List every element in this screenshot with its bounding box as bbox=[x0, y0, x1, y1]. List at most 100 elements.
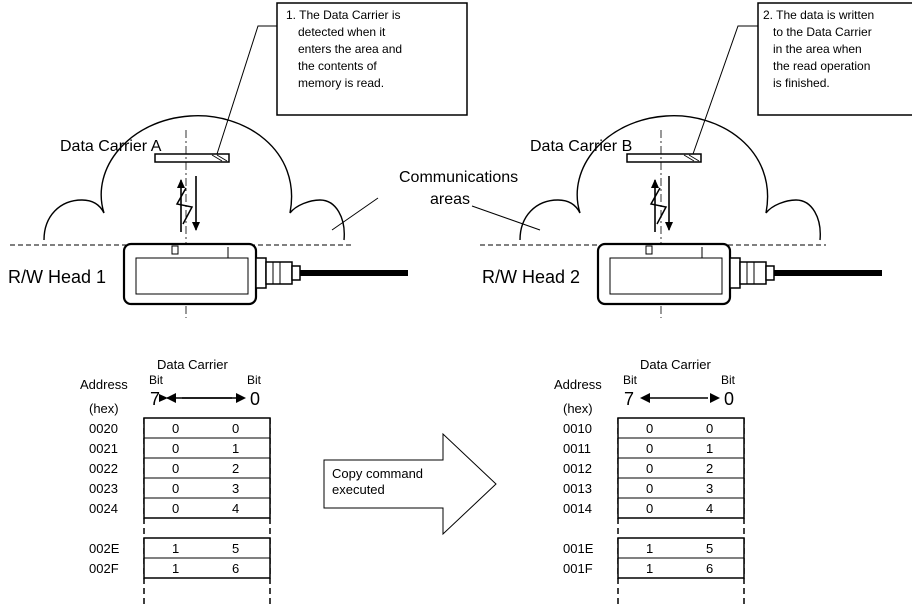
svg-text:2: 2 bbox=[232, 461, 239, 476]
table-row: 0013 0 3 bbox=[563, 481, 713, 496]
svg-text:0: 0 bbox=[646, 421, 653, 436]
table-row: 002F 1 6 bbox=[89, 561, 239, 576]
svg-text:0011: 0011 bbox=[563, 441, 591, 456]
svg-text:1: 1 bbox=[172, 561, 179, 576]
station-left: 1. The Data Carrier is detected when it … bbox=[8, 2, 468, 318]
copy-command-line-1: Copy command bbox=[332, 466, 423, 481]
svg-text:0: 0 bbox=[172, 481, 179, 496]
rw-head-1 bbox=[122, 242, 408, 306]
note-2-line-2: to the Data Carrier bbox=[773, 25, 872, 39]
svg-text:1: 1 bbox=[706, 441, 713, 456]
memory-table-right: Data Carrier Address (hex) Bit Bit 7 0 0… bbox=[554, 357, 745, 604]
station-right: 2. The data is written to the Data Carri… bbox=[480, 2, 912, 318]
note-1-line-1: 1. The Data Carrier is bbox=[286, 8, 401, 22]
table-right-bit-low-label: Bit bbox=[721, 373, 736, 387]
comm-areas-label-line-2: areas bbox=[430, 191, 470, 208]
svg-text:1: 1 bbox=[232, 441, 239, 456]
comm-areas-leader-left bbox=[331, 197, 379, 231]
svg-text:6: 6 bbox=[232, 561, 239, 576]
svg-text:0022: 0022 bbox=[89, 461, 118, 476]
table-left-hex-label: (hex) bbox=[89, 401, 119, 416]
note-1-leader bbox=[216, 25, 277, 155]
svg-text:0013: 0013 bbox=[563, 481, 592, 496]
table-row: 0024 0 4 bbox=[89, 501, 239, 516]
table-row: 0011 0 1 bbox=[563, 441, 713, 456]
svg-text:0020: 0020 bbox=[89, 421, 118, 436]
svg-text:0: 0 bbox=[172, 421, 179, 436]
table-row: 0021 0 1 bbox=[89, 441, 239, 456]
head-1-label: R/W Head 1 bbox=[8, 267, 106, 287]
note-2-box bbox=[757, 2, 912, 116]
rw-head-2 bbox=[596, 242, 882, 306]
comm-area-left bbox=[43, 115, 345, 241]
comm-areas-leader-right bbox=[471, 205, 541, 231]
copy-command-arrow: Copy command executed bbox=[323, 432, 497, 536]
note-1-line-4: the contents of bbox=[298, 59, 377, 73]
table-row: 0023 0 3 bbox=[89, 481, 239, 496]
svg-text:1: 1 bbox=[172, 541, 179, 556]
table-row: 001F 1 6 bbox=[563, 561, 713, 576]
note-2-line-1: 2. The data is written bbox=[763, 8, 874, 22]
table-row: 002E 1 5 bbox=[89, 541, 239, 556]
svg-text:0: 0 bbox=[646, 481, 653, 496]
table-right-address-label: Address bbox=[554, 377, 602, 392]
svg-text:0014: 0014 bbox=[563, 501, 592, 516]
carrier-b bbox=[626, 153, 702, 163]
table-left-bit-0: 0 bbox=[250, 389, 260, 409]
comm-area-right bbox=[519, 115, 821, 241]
svg-text:0: 0 bbox=[646, 461, 653, 476]
table-right-title: Data Carrier bbox=[640, 357, 711, 372]
svg-text:001E: 001E bbox=[563, 541, 594, 556]
comm-areas-label-line-1: Communications bbox=[399, 169, 518, 186]
table-row: 0014 0 4 bbox=[563, 501, 713, 516]
table-right-bit-7: 7 bbox=[624, 389, 634, 409]
table-row: 0010 0 0 bbox=[563, 421, 713, 436]
svg-text:1: 1 bbox=[646, 561, 653, 576]
lightning-icon-2 bbox=[649, 187, 668, 225]
svg-text:2: 2 bbox=[706, 461, 713, 476]
note-1-line-2: detected when it bbox=[298, 25, 386, 39]
note-2-leader bbox=[692, 25, 758, 155]
table-row: 0020 0 0 bbox=[89, 421, 239, 436]
svg-text:0021: 0021 bbox=[89, 441, 118, 456]
svg-text:0: 0 bbox=[232, 421, 239, 436]
svg-text:001F: 001F bbox=[563, 561, 593, 576]
svg-text:4: 4 bbox=[706, 501, 713, 516]
svg-text:3: 3 bbox=[232, 481, 239, 496]
lightning-icon bbox=[175, 187, 194, 225]
svg-text:002E: 002E bbox=[89, 541, 120, 556]
note-2-line-5: is finished. bbox=[773, 76, 830, 90]
svg-text:002F: 002F bbox=[89, 561, 119, 576]
svg-text:0010: 0010 bbox=[563, 421, 592, 436]
note-2-line-4: the read operation bbox=[773, 59, 870, 73]
svg-text:1: 1 bbox=[646, 541, 653, 556]
svg-text:5: 5 bbox=[706, 541, 713, 556]
copy-command-line-2: executed bbox=[332, 482, 385, 497]
table-row: 001E 1 5 bbox=[563, 541, 713, 556]
memory-table-left: Data Carrier Address (hex) Bit Bit 7 0 0… bbox=[80, 357, 271, 604]
table-left-address-label: Address bbox=[80, 377, 128, 392]
svg-text:0023: 0023 bbox=[89, 481, 118, 496]
note-2-line-3: in the area when bbox=[773, 42, 862, 56]
svg-text:0024: 0024 bbox=[89, 501, 118, 516]
table-row: 0012 0 2 bbox=[563, 461, 713, 476]
svg-text:0: 0 bbox=[172, 461, 179, 476]
svg-text:0: 0 bbox=[646, 501, 653, 516]
svg-text:0012: 0012 bbox=[563, 461, 592, 476]
carrier-a-label: Data Carrier A bbox=[60, 138, 162, 155]
svg-text:4: 4 bbox=[232, 501, 239, 516]
table-row: 0022 0 2 bbox=[89, 461, 239, 476]
carrier-a bbox=[154, 153, 230, 163]
svg-text:0: 0 bbox=[172, 441, 179, 456]
table-left-title: Data Carrier bbox=[157, 357, 228, 372]
head-2-label: R/W Head 2 bbox=[482, 267, 580, 287]
svg-text:5: 5 bbox=[232, 541, 239, 556]
note-1-line-3: enters the area and bbox=[298, 42, 402, 56]
svg-text:3: 3 bbox=[706, 481, 713, 496]
table-left-bit-high-label: Bit bbox=[149, 373, 164, 387]
svg-text:0: 0 bbox=[646, 441, 653, 456]
note-1-line-5: memory is read. bbox=[298, 76, 384, 90]
note-1-box bbox=[276, 2, 468, 116]
table-right-bit-high-label: Bit bbox=[623, 373, 638, 387]
table-right-bit-0: 0 bbox=[724, 389, 734, 409]
